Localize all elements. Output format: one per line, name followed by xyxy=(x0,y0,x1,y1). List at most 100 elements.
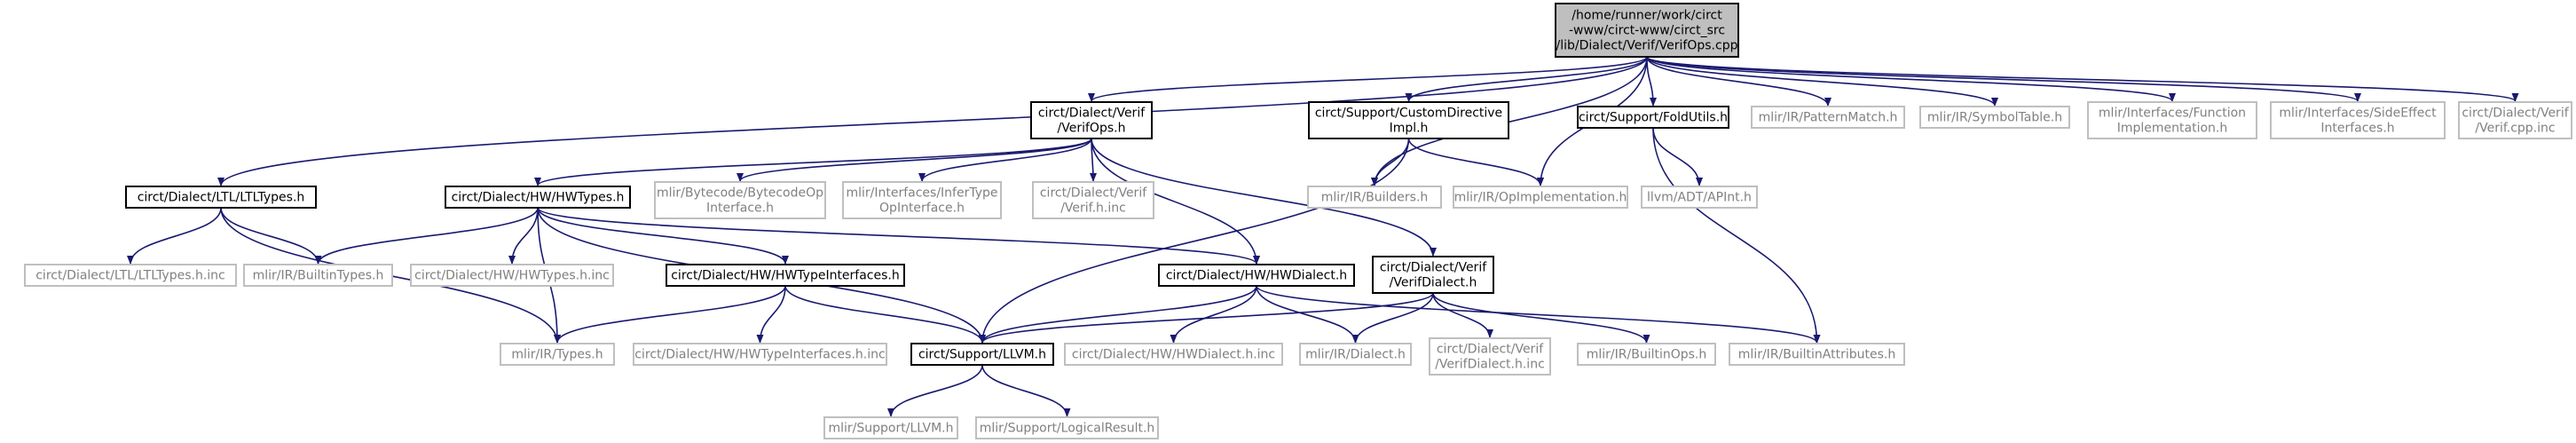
edge-hwdialect_h-to-hwdialect_inc xyxy=(1170,285,1257,344)
node-label-line: mlir/IR/Builders.h xyxy=(1321,191,1429,205)
node-label-line: /Verif.h.inc xyxy=(1060,202,1126,216)
node-box xyxy=(1555,3,1739,58)
edge-hwtypes_h-to-hwtypes_inc xyxy=(508,207,539,265)
node-hwdialect-h[interactable]: circt/Dialect/HW/HWDialect.h xyxy=(1158,264,1355,287)
node-label-line: circt/Dialect/Verif xyxy=(2462,107,2569,121)
node-root[interactable]: /home/runner/work/circt-www/circt-www/ci… xyxy=(1555,3,1739,58)
node-box xyxy=(1030,101,1153,139)
edge-foldutils-to-apint xyxy=(1652,127,1703,186)
node-box xyxy=(1308,101,1509,139)
node-mlir-llvm-h: mlir/Support/LLVM.h xyxy=(823,416,958,439)
node-label-line: mlir/Support/LogicalResult.h xyxy=(980,422,1155,436)
node-builtintypes: mlir/IR/BuiltinTypes.h xyxy=(243,264,393,287)
edge-verifdialect_h-to-llvm_h xyxy=(979,292,1434,344)
node-label-line: circt/Dialect/LTL/LTLTypes.h.inc xyxy=(35,269,225,283)
edge-root-to-verifops_h xyxy=(1088,56,1648,102)
node-ltltypes-h[interactable]: circt/Dialect/LTL/LTLTypes.h xyxy=(125,186,317,209)
node-label-line: circt/Support/LLVM.h xyxy=(918,348,1046,362)
node-label-line: Interface.h xyxy=(706,202,774,216)
node-hwtypes-inc: circt/Dialect/HW/HWTypes.h.inc xyxy=(410,264,614,287)
edge-hwtypes_h-to-hwtypeinterfaces_h xyxy=(537,207,789,265)
edge-hwtypeinterfaces_h-to-types_h xyxy=(554,285,786,344)
node-box xyxy=(445,186,631,209)
node-label-line: circt/Dialect/Verif xyxy=(1038,107,1146,121)
node-label-line: circt/Dialect/Verif xyxy=(1040,186,1147,201)
node-label-line: circt/Dialect/HW/HWDialect.h xyxy=(1166,269,1347,283)
node-label-line: circt/Dialect/LTL/LTLTypes.h xyxy=(138,191,305,205)
node-box xyxy=(1372,256,1494,294)
edge-root-to-ltltypes_h xyxy=(217,56,1648,186)
node-label-line: mlir/IR/SymbolTable.h xyxy=(1927,111,2062,125)
edge-root-to-function_impl xyxy=(1646,56,2176,102)
edge-verifops_h-to-hwdialect_h xyxy=(1091,138,1260,265)
node-verifdialect-h[interactable]: circt/Dialect/Verif/VerifDialect.h xyxy=(1372,256,1494,294)
node-label-line: mlir/Bytecode/BytecodeOp xyxy=(657,186,823,201)
node-box xyxy=(1158,264,1355,287)
node-label-line: /VerifDialect.h.inc xyxy=(1435,358,1545,372)
node-label-line: Impl.h xyxy=(1390,122,1429,136)
node-label-line: mlir/IR/BuiltinOps.h xyxy=(1587,348,1707,362)
node-label-line: mlir/IR/PatternMatch.h xyxy=(1759,111,1898,125)
node-box xyxy=(910,343,1054,366)
node-label-line: circt/Dialect/Verif xyxy=(1437,343,1544,357)
node-box xyxy=(975,416,1159,439)
node-builtinattrs: mlir/IR/BuiltinAttributes.h xyxy=(1729,343,1905,366)
edge-llvm_h-to-mlir_llvm_h xyxy=(887,364,983,417)
edge-custom_directive-to-builders xyxy=(1371,138,1410,186)
edge-ltltypes_h-to-builtintypes xyxy=(220,207,322,265)
node-foldutils[interactable]: circt/Support/FoldUtils.h xyxy=(1577,106,1729,129)
node-logicalresult: mlir/Support/LogicalResult.h xyxy=(975,416,1159,439)
node-builders: mlir/IR/Builders.h xyxy=(1307,186,1442,209)
edge-llvm_h-to-logicalresult xyxy=(981,364,1071,417)
node-label-line: mlir/IR/Types.h xyxy=(511,348,603,362)
node-label-line: OpInterface.h xyxy=(879,202,965,216)
node-box xyxy=(1299,343,1412,366)
node-llvm-h[interactable]: circt/Support/LLVM.h xyxy=(910,343,1054,366)
node-box xyxy=(2458,101,2572,139)
node-label-line: circt/Dialect/HW/HWDialect.h.inc xyxy=(1072,348,1275,362)
node-box xyxy=(24,264,237,287)
edge-hwdialect_h-to-dialect_h xyxy=(1256,285,1359,344)
node-box xyxy=(654,181,826,219)
node-hwdialect-inc: circt/Dialect/HW/HWDialect.h.inc xyxy=(1064,343,1283,366)
node-box xyxy=(1064,343,1283,366)
node-label-line: /lib/Dialect/Verif/VerifOps.cpp xyxy=(1556,39,1738,53)
node-box xyxy=(666,264,905,287)
edge-root-to-patternmatch xyxy=(1646,56,1832,107)
node-box xyxy=(842,181,1002,219)
node-patternmatch: mlir/IR/PatternMatch.h xyxy=(1751,106,1905,129)
node-label-line: mlir/Interfaces/SideEffect xyxy=(2279,107,2437,121)
node-label-line: llvm/ADT/APInt.h xyxy=(1647,191,1752,205)
node-box xyxy=(2087,101,2257,139)
node-types-h: mlir/IR/Types.h xyxy=(500,343,615,366)
edge-hwtypeinterfaces_h-to-hwtypeinterfaces_inc xyxy=(756,285,786,344)
node-box xyxy=(1641,186,1758,209)
node-label-line: circt/Dialect/HW/HWTypes.h xyxy=(452,191,625,205)
node-label-line: mlir/IR/OpImplementation.h xyxy=(1454,191,1627,205)
edge-root-to-side_effect xyxy=(1646,56,2361,102)
edge-foldutils-to-builtinattrs xyxy=(1652,127,1821,344)
node-hwtypeinterfaces-h[interactable]: circt/Dialect/HW/HWTypeInterfaces.h xyxy=(666,264,905,287)
node-label-line: mlir/IR/BuiltinTypes.h xyxy=(253,269,384,283)
node-ltltypes-inc: circt/Dialect/LTL/LTLTypes.h.inc xyxy=(24,264,237,287)
edge-custom_directive-to-opimpl xyxy=(1407,138,1544,186)
edge-verifops_h-to-bytecode xyxy=(737,138,1092,182)
edge-verifops_h-to-infertype xyxy=(918,138,1092,182)
node-verifdialect-inc: circt/Dialect/Verif/VerifDialect.h.inc xyxy=(1429,337,1551,376)
node-verifops-h[interactable]: circt/Dialect/Verif/VerifOps.h xyxy=(1030,101,1153,139)
node-box xyxy=(1453,186,1628,209)
node-label-line: Interfaces.h xyxy=(2320,122,2394,136)
edge-hwdialect_h-to-builtinattrs xyxy=(1256,285,1821,344)
node-hwtypes-h[interactable]: circt/Dialect/HW/HWTypes.h xyxy=(445,186,631,209)
edge-root-to-builders xyxy=(1371,56,1648,186)
node-box xyxy=(1577,106,1729,129)
node-box xyxy=(1919,106,2070,129)
node-symboltable: mlir/IR/SymbolTable.h xyxy=(1919,106,2070,129)
nodes: /home/runner/work/circt-www/circt-www/ci… xyxy=(24,3,2572,439)
node-label-line: -www/circt-www/circt_src xyxy=(1569,24,1725,38)
